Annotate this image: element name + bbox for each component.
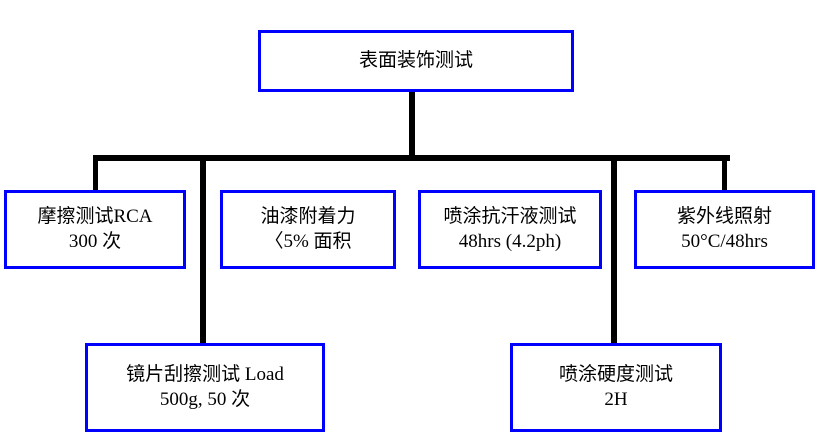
- node-rca-line1: 摩擦测试RCA: [37, 205, 153, 227]
- node-root-label: 表面装饰测试: [358, 49, 473, 71]
- node-rca-line2: 300 次: [68, 230, 122, 252]
- connector-drop-sweat-hardness: [611, 158, 617, 344]
- node-adhesion-line1: 油漆附着力: [260, 205, 356, 227]
- connector-drop-uv: [722, 158, 727, 192]
- node-paint-adhesion-test[interactable]: 油漆附着力 〈5% 面积: [220, 190, 396, 269]
- node-adhesion-line2: 〈5% 面积: [264, 230, 352, 252]
- node-anti-sweat-coating-test[interactable]: 喷涂抗汗液测试 48hrs (4.2ph): [418, 190, 602, 269]
- node-uv-line2: 50°C/48hrs: [681, 230, 768, 252]
- connector-horizontal-bus: [93, 155, 730, 161]
- node-lens-line1: 镜片刮擦测试 Load: [126, 363, 284, 385]
- connector-drop-adhesion-lens: [200, 158, 206, 344]
- node-hardness-line2: 2H: [604, 388, 628, 410]
- node-uv-exposure-test[interactable]: 紫外线照射 50°C/48hrs: [634, 190, 815, 269]
- node-uv-line1: 紫外线照射: [676, 205, 772, 227]
- node-hardness-line1: 喷涂硬度测试: [558, 363, 673, 385]
- node-rca-abrasion-test[interactable]: 摩擦测试RCA 300 次: [4, 190, 186, 269]
- node-coating-hardness-test[interactable]: 喷涂硬度测试 2H: [510, 343, 722, 432]
- node-sweat-line2: 48hrs (4.2ph): [458, 230, 562, 252]
- node-lens-line2: 500g, 50 次: [159, 388, 251, 410]
- node-sweat-line1: 喷涂抗汗液测试: [443, 205, 577, 227]
- connector-root-stem: [409, 92, 415, 159]
- connector-drop-rca: [93, 158, 98, 192]
- node-root-surface-decoration-test[interactable]: 表面装饰测试: [258, 30, 574, 92]
- node-lens-scratch-test[interactable]: 镜片刮擦测试 Load 500g, 50 次: [85, 343, 325, 432]
